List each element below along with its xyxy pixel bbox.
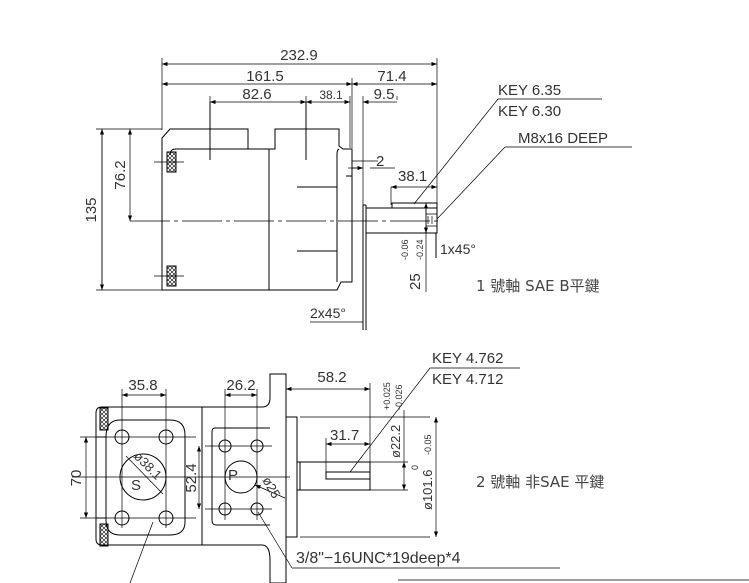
- pilot-tol-upper: 0: [410, 465, 420, 470]
- dim-overall-length: 232.9: [280, 47, 318, 64]
- dim-key-length: 31.7: [330, 427, 359, 444]
- pressure-port-label: P: [228, 467, 238, 484]
- shaft-tol-lower: -0.24: [415, 239, 425, 260]
- seal-hatch-1: [99, 407, 109, 431]
- pump-body-outline: [161, 128, 353, 291]
- caption-shaft-1: 1 號軸 SAE B平鍵: [476, 277, 600, 295]
- callout-key-max-2: KEY 4.762: [432, 350, 503, 367]
- shaft-2-tol-lower: -0.026: [394, 384, 404, 410]
- suction-bolt-holes: [114, 429, 174, 526]
- dim-shaft-length-2: 58.2: [317, 369, 346, 386]
- dim-suction-vertical-spacing: 70: [68, 470, 85, 487]
- dim-pressure-vertical-spacing: 52.4: [183, 463, 200, 492]
- callout-key-max: KEY 6.35: [498, 82, 561, 99]
- dim-flange-thickness: 9.5: [374, 86, 395, 103]
- dim-pilot-depth: 2: [376, 153, 384, 170]
- dim-shaft-extension: 71.4: [377, 68, 406, 85]
- dim-height: 135: [83, 197, 100, 222]
- shaft-tol-upper: -0.06: [400, 239, 410, 260]
- dim-port-spacing: 82.6: [242, 86, 271, 103]
- dim-pressure-bolt-spacing: 26.2: [226, 377, 255, 394]
- callout-key-min: KEY 6.30: [498, 103, 561, 120]
- callout-bolt-thread: 3/8"−16UNC*19deep*4: [296, 550, 461, 567]
- suction-port-label: S: [131, 477, 141, 494]
- callout-key-min-2: KEY 4.712: [432, 371, 503, 388]
- dim-body-length: 161.5: [246, 68, 284, 85]
- key-2: [325, 471, 371, 480]
- seal-hatch-2: [99, 523, 109, 547]
- top-view: 232.9 161.5 71.4 82.6 38.1 9.5 135 76.2 …: [83, 47, 632, 330]
- dim-suction-bolt-spacing: 35.8: [128, 377, 157, 394]
- pressure-bolt-holes: [218, 439, 264, 516]
- dim-pilot-chamfer: 2x45°: [310, 305, 346, 321]
- dim-shaft-dia-2: ø22.2: [388, 425, 403, 458]
- dim-pilot-dia: ø101.6: [420, 470, 435, 510]
- dim-center-height: 76.2: [112, 160, 129, 189]
- dim-shaft-diameter: 25: [407, 273, 424, 290]
- caption-shaft-2: 2 號軸 非SAE 平鍵: [476, 473, 604, 491]
- bottom-view: 35.8 26.2 58.2 S ø38.1 70 P ø25 5: [68, 350, 749, 583]
- callout-tapped-hole: M8x16 DEEP: [518, 130, 608, 147]
- dim-shaft-length: 38.1: [398, 168, 427, 185]
- dim-shaft-chamfer: 1x45°: [440, 241, 476, 257]
- shaft-2-tol-upper: +0.025: [382, 382, 392, 410]
- shaft-2: [299, 461, 371, 491]
- dim-pressure-port-dia: ø25: [259, 474, 283, 501]
- dim-port-to-flange: 38.1: [319, 88, 343, 102]
- pilot-tol-lower: -0.05: [423, 434, 433, 455]
